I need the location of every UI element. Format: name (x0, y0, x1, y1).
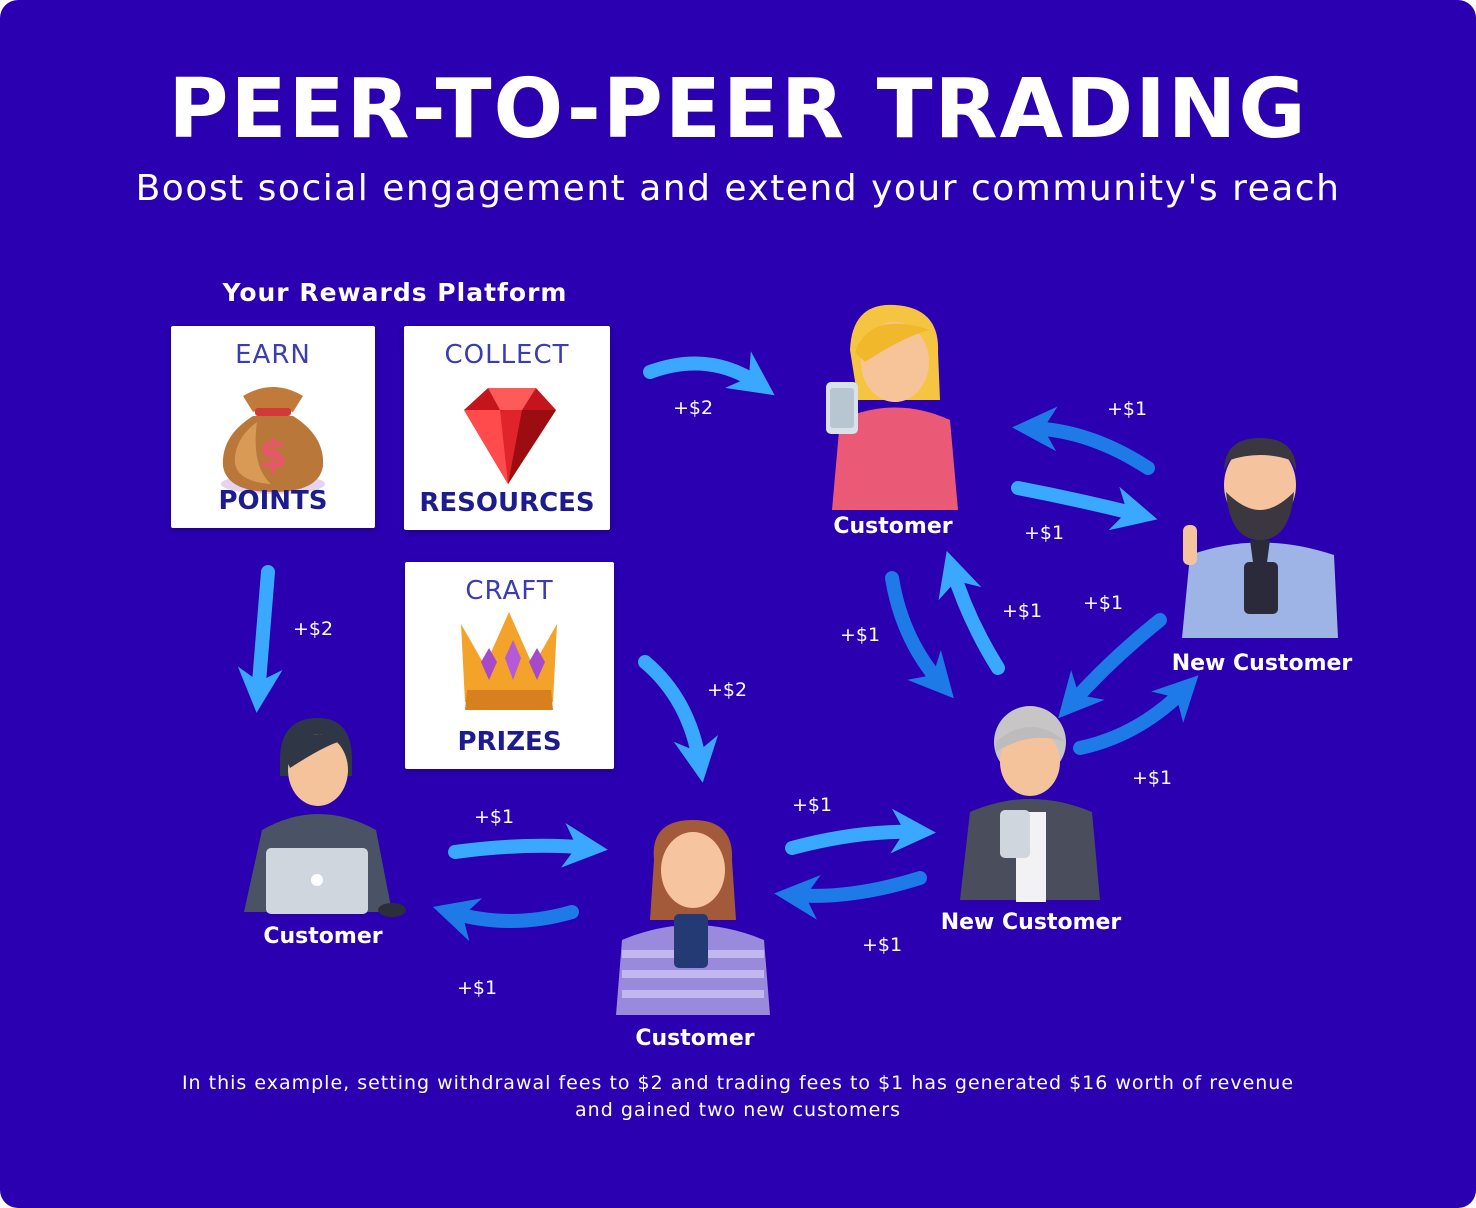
customer-phone-avatar (616, 820, 770, 1015)
fee-label: +$2 (293, 618, 334, 640)
card-earn-label: EARN (235, 340, 311, 370)
fee-label: +$1 (1024, 522, 1065, 544)
fee-label: +$1 (1132, 767, 1173, 789)
fee-label: +$2 (707, 679, 748, 701)
fee-label: +$2 (673, 397, 714, 419)
page-title: PEER-TO-PEER TRADING (168, 62, 1308, 157)
arrow-beard-to-elder (1058, 613, 1167, 719)
arrow-laptop-to-phone (448, 823, 608, 868)
card-collect-label: COLLECT (444, 340, 570, 370)
card-prizes-label: PRIZES (457, 727, 562, 757)
fee-label: +$1 (1083, 592, 1124, 614)
footnote-line-2: and gained two new customers (575, 1099, 901, 1121)
label-new-customer-beard: New Customer (1171, 651, 1353, 676)
card-points-label: POINTS (218, 486, 328, 516)
label-new-customer-elder: New Customer (940, 910, 1122, 935)
svg-text:$: $ (259, 432, 287, 478)
footnote: In this example, setting withdrawal fees… (120, 1070, 1356, 1124)
fee-label: +$1 (1002, 600, 1043, 622)
arrow-blonde-to-beard (1011, 481, 1158, 531)
card-craft-prizes: CRAFT PRIZES (405, 562, 614, 769)
crown-icon (461, 612, 557, 710)
page-subtitle: Boost social engagement and extend your … (135, 168, 1341, 209)
ruby-gem-icon (464, 388, 556, 484)
arrow-beard-to-blonde (1012, 406, 1155, 475)
customer-blonde-avatar (826, 304, 958, 510)
new-customer-elder-avatar (960, 706, 1100, 902)
fee-label: +$1 (474, 806, 515, 828)
arrow-craft-to-phone (638, 655, 719, 783)
arrow-elder-to-phone (774, 871, 927, 920)
label-customer-phone: Customer (635, 1026, 755, 1051)
fee-label: +$1 (862, 934, 903, 956)
card-craft-label: CRAFT (465, 576, 554, 606)
arrow-earn-to-laptop (237, 565, 283, 713)
new-customer-beard-avatar (1182, 438, 1338, 638)
arrow-phone-to-elder (785, 808, 936, 855)
card-earn-points: $ EARN POINTS (171, 326, 375, 528)
platform-title: Your Rewards Platform (222, 278, 568, 307)
arrow-blonde-down (885, 571, 954, 699)
fee-label: +$1 (1107, 398, 1148, 420)
fee-label: +$1 (792, 794, 833, 816)
fee-label: +$1 (840, 624, 881, 646)
fee-label: +$1 (457, 977, 498, 999)
footnote-line-1: In this example, setting withdrawal fees… (181, 1072, 1295, 1094)
label-customer-blonde: Customer (833, 514, 953, 539)
card-resources-label: RESOURCES (419, 488, 595, 518)
customer-laptop-avatar (244, 718, 406, 917)
arrow-phone-to-laptop (432, 898, 579, 942)
card-collect-resources: COLLECT RESOURCES (404, 326, 610, 530)
label-customer-laptop: Customer (263, 924, 383, 949)
arrow-elder-to-beard (1073, 675, 1199, 755)
money-bag-icon: $ (221, 387, 325, 494)
arrow-collect-to-blonde (643, 351, 775, 396)
arrow-elder-up (938, 550, 1005, 675)
